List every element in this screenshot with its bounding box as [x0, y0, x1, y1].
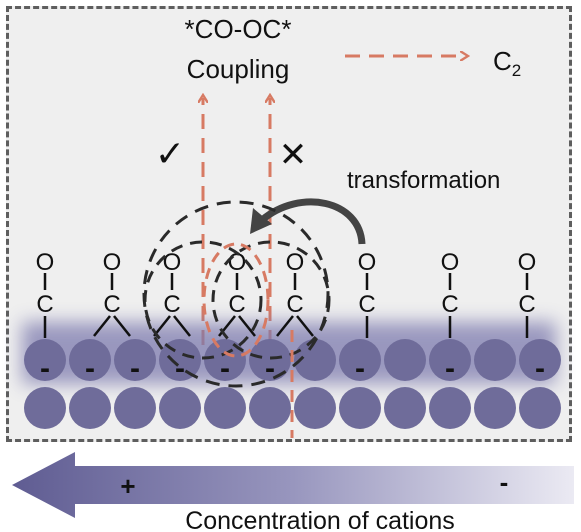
surface-bond: [296, 315, 314, 337]
negative-charge: -: [85, 352, 95, 385]
carbon-atom-label: C: [358, 291, 375, 318]
bulk-atom: [249, 387, 291, 429]
surface-atom: [294, 339, 336, 381]
high-concentration-sign: +: [120, 471, 135, 501]
bulk-atom: [69, 387, 111, 429]
concentration-arrow: [12, 452, 574, 518]
co-molecule: OC: [276, 249, 314, 337]
surface-atom: [384, 339, 426, 381]
oxygen-atom-label: O: [36, 249, 55, 276]
surface-bond: [113, 315, 131, 337]
co-molecule: OC: [441, 249, 460, 338]
surface-atom: [204, 339, 246, 381]
negative-charge: -: [220, 352, 230, 385]
transformation-arrowhead: [250, 208, 272, 234]
bulk-atom: [384, 387, 426, 429]
oxygen-atom-label: O: [441, 249, 460, 276]
negative-charge: -: [535, 352, 545, 385]
surface-atom: [519, 339, 561, 381]
co-molecule: OC: [518, 249, 537, 338]
negative-charge: -: [130, 352, 140, 385]
negative-charge: -: [175, 352, 185, 385]
check-icon: ✓: [155, 133, 185, 174]
oxygen-atom-label: O: [286, 249, 305, 276]
carbon-atom-label: C: [163, 291, 180, 318]
coupling-title-line2: Coupling: [187, 54, 290, 84]
bulk-atom: [114, 387, 156, 429]
surface-atom: [474, 339, 516, 381]
carbon-atom-label: C: [441, 291, 458, 318]
surface-atom: [159, 339, 201, 381]
surface-bond: [173, 315, 191, 337]
bulk-atom: [159, 387, 201, 429]
transformation-curve: [259, 198, 366, 245]
carbon-atom-label: C: [36, 291, 53, 318]
oxygen-atom-label: O: [518, 249, 537, 276]
concentration-label: Concentration of cations: [185, 507, 455, 532]
co-molecule: OC: [153, 249, 191, 337]
low-concentration-sign: -: [500, 467, 509, 497]
right-dashed-circle: [211, 240, 331, 360]
orange-dashed-ellipse: [202, 242, 270, 358]
carbon-atom-label: C: [518, 291, 535, 318]
surface-atom: [69, 339, 111, 381]
bulk-atom: [339, 387, 381, 429]
left-dashed-circle: [143, 240, 263, 360]
surface-charges: ---------: [40, 352, 545, 385]
negative-charge: -: [445, 352, 455, 385]
surface-bond: [238, 315, 256, 337]
cross-icon: ✕: [279, 136, 308, 174]
surface-bond: [276, 315, 294, 337]
co-molecule: OC: [36, 249, 55, 338]
bulk-atom: [474, 387, 516, 429]
co-molecule: OC: [358, 249, 377, 338]
carbon-atom-label: C: [103, 291, 120, 318]
oxygen-atom-label: O: [358, 249, 377, 276]
coupling-title-line1: *CO-OC*: [185, 14, 292, 44]
surface-atom-row: [24, 339, 561, 381]
carbon-atom-label: C: [286, 291, 303, 318]
surface-atom: [114, 339, 156, 381]
oxygen-atom-label: O: [163, 249, 182, 276]
oxygen-atom-label: O: [103, 249, 122, 276]
surface-atom: [249, 339, 291, 381]
negative-charge: -: [265, 352, 275, 385]
surface-atom: [24, 339, 66, 381]
bulk-atom: [429, 387, 471, 429]
surface-atom: [429, 339, 471, 381]
bulk-atom: [204, 387, 246, 429]
surface-bond: [93, 315, 111, 337]
negative-charge: -: [40, 352, 50, 385]
co-molecule: OC: [93, 249, 131, 337]
bulk-atom: [294, 387, 336, 429]
transformation-label: transformation: [347, 167, 500, 194]
bulk-atom-row: [24, 387, 561, 429]
negative-charge: -: [355, 352, 365, 385]
carbon-atom-label: C: [228, 291, 245, 318]
product-label: C2: [493, 46, 521, 80]
surface-atom: [339, 339, 381, 381]
bulk-atom: [24, 387, 66, 429]
bulk-atom: [519, 387, 561, 429]
